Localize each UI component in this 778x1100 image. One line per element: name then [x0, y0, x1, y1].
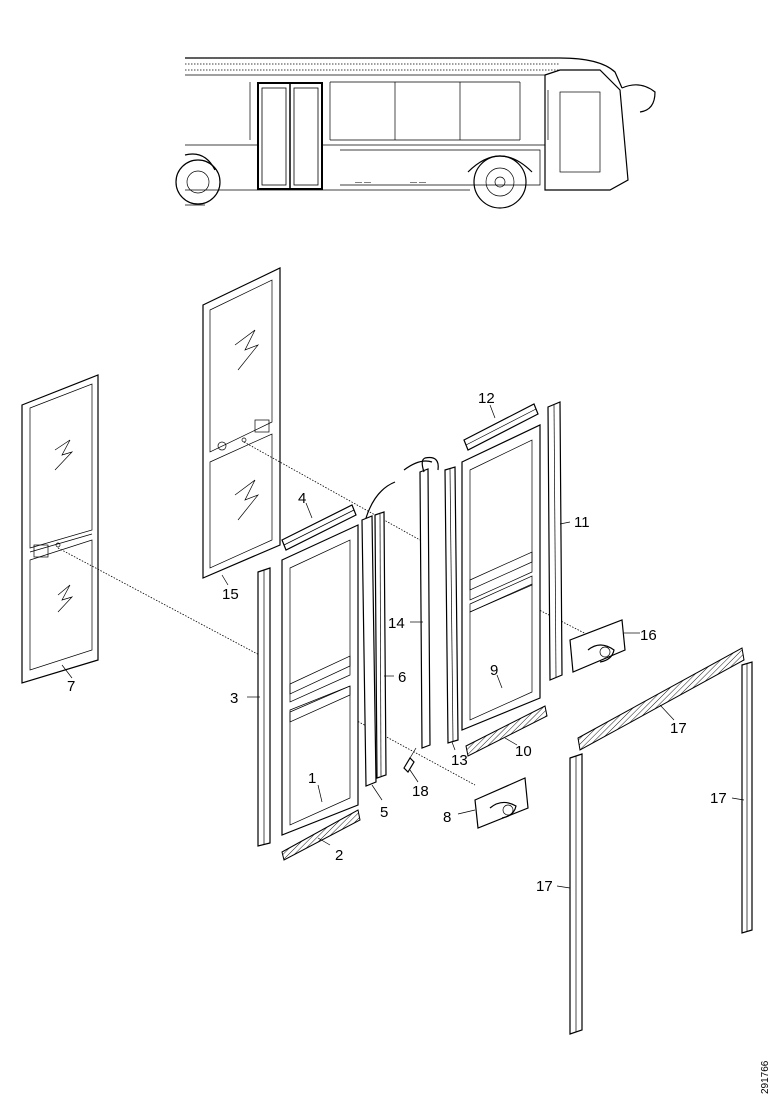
part-4-top-strip: [281, 504, 357, 551]
callout-2: 2: [335, 847, 343, 864]
callout-13: 13: [451, 752, 468, 769]
part-18-clip: [403, 747, 417, 773]
callout-3: 3: [230, 690, 238, 707]
part-17-left-vertical-profile: [569, 753, 583, 1035]
part-3-vertical-seal: [257, 567, 271, 847]
callout-1: 1: [308, 770, 316, 787]
callout-7: 7: [67, 678, 75, 695]
part-13-vertical-seal: [444, 466, 459, 744]
svg-text:— —: — —: [355, 179, 371, 186]
callout-10: 10: [515, 743, 532, 760]
callout-12: 12: [478, 390, 495, 407]
callout-8: 8: [443, 809, 451, 826]
part-16-handle-plate: [569, 619, 626, 673]
callout-leaders: [61, 404, 745, 889]
part-5-vertical-seal: [361, 481, 396, 787]
part-12-top-strip: [463, 403, 539, 451]
part-7-door-panel: [21, 374, 99, 684]
reference-number: 291766: [760, 1060, 771, 1094]
callout-5: 5: [380, 804, 388, 821]
part-9-door-frame: [461, 424, 541, 731]
part-11-vertical-seal: [547, 401, 563, 681]
part-1-door-frame: [281, 524, 359, 836]
part-6-vertical-seal: [374, 511, 387, 779]
callout-9: 9: [490, 662, 498, 679]
callout-15: 15: [222, 586, 239, 603]
callout-11: 11: [574, 514, 590, 531]
callout-6: 6: [398, 669, 406, 686]
bus-illustration: — — — —: [175, 57, 656, 209]
callout-18: 18: [412, 783, 429, 800]
callout-17-horizontal: 17: [670, 720, 687, 737]
part-15-door-panel: [202, 267, 281, 579]
part-8-handle-plate: [474, 777, 529, 829]
callout-14: 14: [388, 615, 405, 632]
part-10-bottom-strip: [465, 705, 548, 757]
svg-text:— —: — —: [410, 179, 426, 186]
callout-17-left: 17: [536, 878, 553, 895]
callout-4: 4: [298, 490, 306, 507]
part-2-bottom-strip: [281, 809, 361, 861]
part-17-horizontal-profile: [577, 647, 745, 751]
part-14-vertical-seal: [403, 456, 439, 749]
part-17-right-vertical-profile: [741, 661, 753, 934]
callout-17-right: 17: [710, 790, 727, 807]
callout-16: 16: [640, 627, 657, 644]
